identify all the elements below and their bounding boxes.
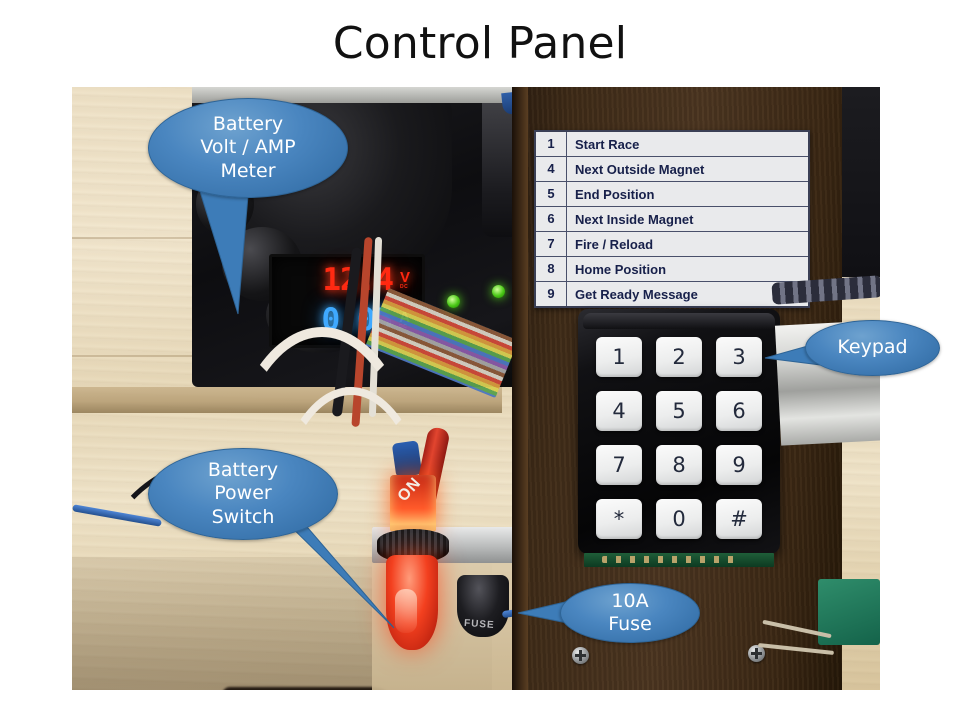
table-row: 8 Home Position <box>536 257 808 282</box>
table-row: 9 Get Ready Message <box>536 282 808 306</box>
white-cable <box>222 327 422 677</box>
board-left-edge <box>512 87 528 690</box>
panel-screw <box>748 645 765 662</box>
table-desc: Next Inside Magnet <box>575 211 694 227</box>
table-desc: Start Race <box>575 136 640 152</box>
table-desc: Fire / Reload <box>575 236 654 252</box>
callout-line-3: Meter <box>220 159 276 182</box>
table-row: 4 Next Outside Magnet <box>536 157 808 182</box>
callout-line-2: Power <box>214 482 272 505</box>
fuse-label: FUSE <box>463 617 496 632</box>
keypad-bezel <box>583 313 775 329</box>
table-row: 7 Fire / Reload <box>536 232 808 257</box>
red-indicator-lamp <box>386 555 438 650</box>
callout-line-2: Fuse <box>608 613 652 635</box>
keypad-key-6[interactable]: 6 <box>716 391 762 431</box>
callout-battery-volt-amp-meter: Battery Volt / AMP Meter <box>148 98 348 315</box>
callout-line-1: Battery <box>207 459 279 482</box>
callout-bubble: Battery Volt / AMP Meter <box>148 98 348 198</box>
keypad-key-star[interactable]: * <box>596 499 642 539</box>
keypad-key-9[interactable]: 9 <box>716 445 762 485</box>
green-led-indicator <box>447 295 460 308</box>
power-switch-rocker[interactable]: ON <box>390 474 436 531</box>
keypad-solder-pins <box>602 556 742 563</box>
white-cable <box>268 387 434 690</box>
callout-battery-power-switch: Battery Power Switch <box>148 448 395 629</box>
callout-line-1: Battery <box>212 113 284 136</box>
table-row: 5 End Position <box>536 182 808 207</box>
table-key: 6 <box>536 207 567 231</box>
callout-line-1: 10A <box>611 589 649 612</box>
callout-keypad: Keypad <box>764 320 940 376</box>
callout-bubble: 10A Fuse <box>560 583 700 643</box>
table-desc: Get Ready Message <box>575 286 698 302</box>
keypad-key-grid: 1 2 3 4 5 6 7 8 9 * 0 # <box>596 337 762 539</box>
keypad[interactable]: 1 2 3 4 5 6 7 8 9 * 0 # <box>578 309 780 554</box>
callout-10a-fuse: 10A Fuse <box>517 583 700 643</box>
keypad-key-7[interactable]: 7 <box>596 445 642 485</box>
green-led-indicator <box>492 285 505 298</box>
upper-metal-strip <box>192 87 592 103</box>
table-key: 7 <box>536 232 567 256</box>
table-key: 4 <box>536 157 567 181</box>
table-key: 8 <box>536 257 567 281</box>
keypad-key-1[interactable]: 1 <box>596 337 642 377</box>
keypad-key-8[interactable]: 8 <box>656 445 702 485</box>
panel-screw <box>572 647 589 664</box>
page-title: Control Panel <box>332 18 628 69</box>
keypad-key-2[interactable]: 2 <box>656 337 702 377</box>
callout-bubble: Keypad <box>805 320 940 376</box>
on-label: ON <box>394 474 425 506</box>
keypad-key-3[interactable]: 3 <box>716 337 762 377</box>
callout-line-2: Volt / AMP <box>200 136 296 159</box>
keypad-circuit-board <box>584 553 774 567</box>
voltage-unit: V DC <box>399 269 410 290</box>
table-row: 6 Next Inside Magnet <box>536 207 808 232</box>
table-row: 1 Start Race <box>536 132 808 157</box>
instruction-table: 1 Start Race 4 Next Outside Magnet 5 End… <box>534 130 810 308</box>
callout-bubble: Battery Power Switch <box>148 448 338 540</box>
keypad-key-hash[interactable]: # <box>716 499 762 539</box>
table-desc: Next Outside Magnet <box>575 161 705 177</box>
fuse-holder[interactable]: FUSE <box>457 575 509 637</box>
callout-line-3: Switch <box>211 505 275 528</box>
table-key: 5 <box>536 182 567 206</box>
table-key: 1 <box>536 132 567 156</box>
dark-background-region <box>842 87 880 277</box>
control-panel-photo: 12.4 V DC 0.05 A DC <box>72 87 880 690</box>
callout-line-1: Keypad <box>837 336 908 359</box>
table-key: 9 <box>536 282 567 306</box>
lamp-glint <box>395 589 417 633</box>
keypad-key-0[interactable]: 0 <box>656 499 702 539</box>
table-desc: Home Position <box>575 261 667 277</box>
keypad-key-4[interactable]: 4 <box>596 391 642 431</box>
keypad-key-5[interactable]: 5 <box>656 391 702 431</box>
table-desc: End Position <box>575 186 655 202</box>
